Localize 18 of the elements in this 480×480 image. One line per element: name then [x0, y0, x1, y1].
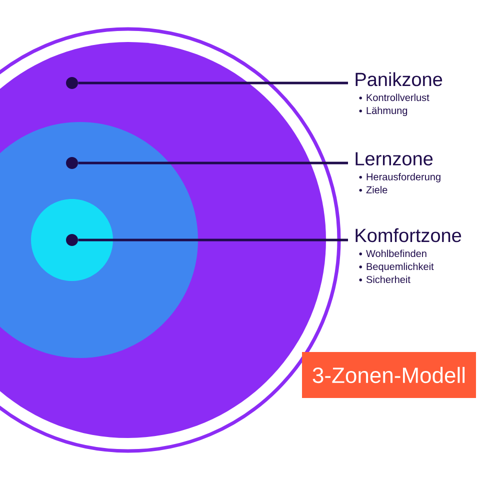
bullet-item: Lähmung	[366, 106, 408, 116]
zone-heading: Panikzone	[356, 72, 442, 86]
zone-heading: Komfortzone	[356, 228, 462, 242]
leader-line	[78, 238, 348, 242]
dot	[66, 77, 78, 89]
zone-circle	[31, 199, 113, 281]
zone-heading: Lernzone	[356, 152, 433, 166]
bullet-item: Ziele	[366, 186, 388, 194]
bullet-item: Kontrollverlust	[366, 94, 430, 102]
leader-line	[78, 162, 348, 164]
bullet-item: Herausforderung	[366, 173, 440, 182]
dot	[66, 234, 78, 246]
bullet-item: Sicherheit	[366, 276, 410, 284]
bullet-item: Wohlbefinden	[366, 250, 426, 258]
bullet-item: Bequemlichkeit	[366, 262, 434, 272]
leader-line	[78, 82, 348, 84]
title-banner: 3-Zonen-Modell	[302, 352, 476, 398]
dot	[66, 157, 78, 169]
